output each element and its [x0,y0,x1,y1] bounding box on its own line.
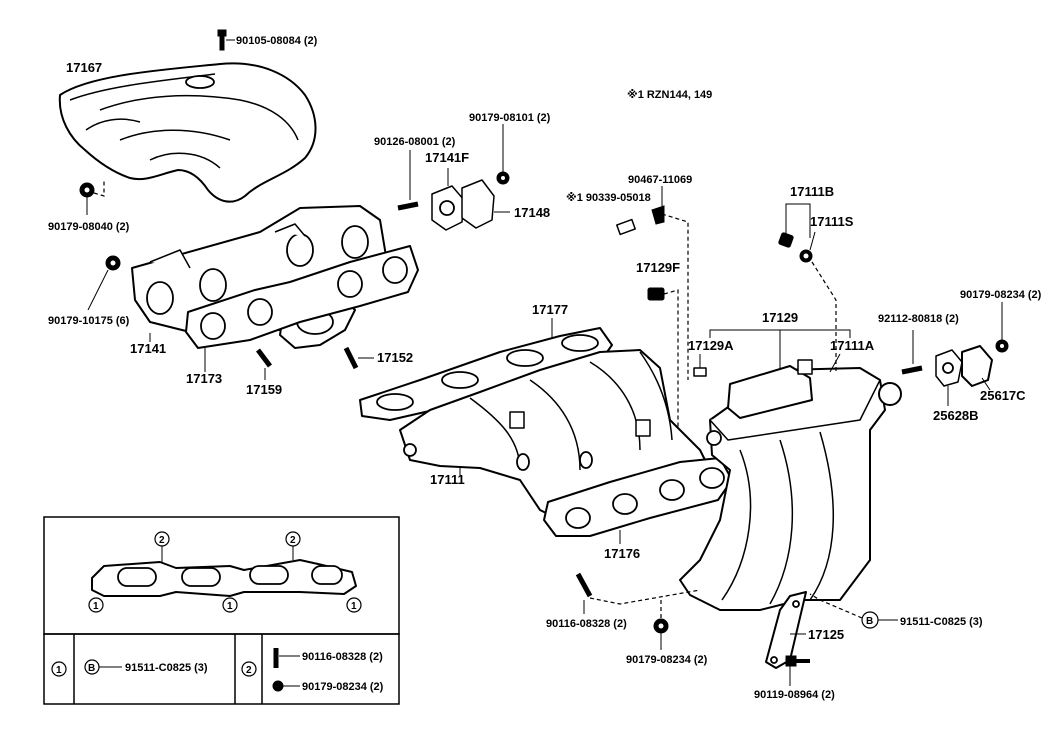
label-17111B: 17111B [790,184,834,199]
marker-b-icon: B [809,593,898,629]
heat-insulator-17167 [58,62,317,203]
label-92112: 92112-80818 (2) [878,313,959,325]
svg-text:2: 2 [246,665,252,676]
pin-17129A-icon [693,354,707,377]
bracket-17129-leader [709,329,851,370]
svg-text:1: 1 [351,601,357,612]
svg-text:B: B [88,663,95,674]
nut-90179-08234-tr-icon [995,302,1009,353]
inset-row-2-part-b: 90179-08234 (2) [302,681,384,693]
label-90116: 90116-08328 (2) [546,618,627,630]
model-note: ※1 RZN144, 149 [627,89,712,101]
inset-marker-1a-icon: 1 [88,597,104,613]
pin-90339-icon [616,218,636,236]
cover-17148 [461,179,510,229]
label-17152: 17152 [377,350,413,365]
stud-90126-icon [397,150,419,211]
svg-text:2: 2 [290,535,296,546]
intake-plenum-17129 [679,359,902,611]
svg-text:1: 1 [93,601,99,612]
inset-nut-icon [272,680,300,692]
nut-90179-08040-icon [79,180,105,215]
label-91511: 91511-C0825 (3) [900,616,983,628]
label-17129F: 17129F [636,260,680,275]
inset-row-1-marker-icon: 1 [51,661,67,677]
label-90339: ※1 90339-05018 [566,192,651,204]
label-90179-08101: 90179-08101 (2) [469,112,551,124]
label-25628B: 25628B [933,408,979,423]
nut-90179-10175-icon [87,255,121,311]
label-25617C: 25617C [980,388,1026,403]
label-90119: 90119-08964 (2) [754,689,835,701]
inset-row-2-marker-icon: 2 [241,661,257,677]
svg-text:1: 1 [56,665,62,676]
inset-stud-icon [273,648,300,668]
inset-panel: 2 2 1 1 1 1 B 91511-C0825 [43,516,400,705]
label-17177: 17177 [532,302,568,317]
inset-row-1-part: 91511-C0825 (3) [125,662,208,674]
label-90179-10175: 90179-10175 (6) [48,315,130,327]
gasket-17141F [431,168,465,231]
stay-17125 [765,591,807,669]
label-90179-08234-bot: 90179-08234 (2) [626,654,708,666]
label-17159: 17159 [246,382,282,397]
label-90179-08040: 90179-08040 (2) [48,221,130,233]
label-17167: 17167 [66,60,102,75]
stud-92112-icon [901,330,923,375]
svg-text:1: 1 [227,601,233,612]
label-17129: 17129 [762,310,798,325]
washer-17111S-icon [799,231,816,263]
gasket-25628B [935,349,963,406]
bolt-90105-icon [217,29,235,51]
inset-marker-1b-icon: 1 [222,597,238,613]
bolt-17111B-icon [778,203,811,248]
clip-90467-icon [651,186,665,225]
stud-90116-icon [575,572,701,614]
bolt-17129F-icon [647,287,679,460]
intake-gasket-17176 [543,457,733,544]
label-17141: 17141 [130,341,166,356]
label-17111A: 17111A [830,338,875,353]
label-90467: 90467-11069 [628,174,692,186]
label-90126: 90126-08001 (2) [374,136,456,148]
nut-90179-08101-icon [496,124,510,185]
bolt-90119-icon [785,655,810,686]
exhaust-gasket-17173 [185,245,419,349]
label-17173: 17173 [186,371,222,386]
label-17111S: 17111S [810,214,854,229]
label-17148: 17148 [514,205,550,220]
label-17125: 17125 [808,627,844,642]
svg-text:2: 2 [159,535,165,546]
label-17141F: 17141F [425,150,469,165]
stud-17159-icon [256,348,272,380]
stud-17152-icon [343,346,374,370]
label-90179-08234-tr: 90179-08234 (2) [960,289,1042,301]
inset-row-2-part-a: 90116-08328 (2) [302,651,383,663]
label-17111: 17111 [430,472,465,487]
inset-marker-2b-icon: 2 [285,531,301,560]
label-90105: 90105-08084 (2) [236,35,318,47]
label-17129A: 17129A [688,338,734,353]
inset-row-1-b-icon: B [84,659,122,675]
nut-90179-08234-bot-icon [653,600,669,650]
inset-marker-1c-icon: 1 [346,597,362,613]
svg-text:B: B [866,616,873,627]
plate-25617C [961,345,993,391]
inset-marker-2a-icon: 2 [154,531,170,562]
label-17176: 17176 [604,546,640,561]
